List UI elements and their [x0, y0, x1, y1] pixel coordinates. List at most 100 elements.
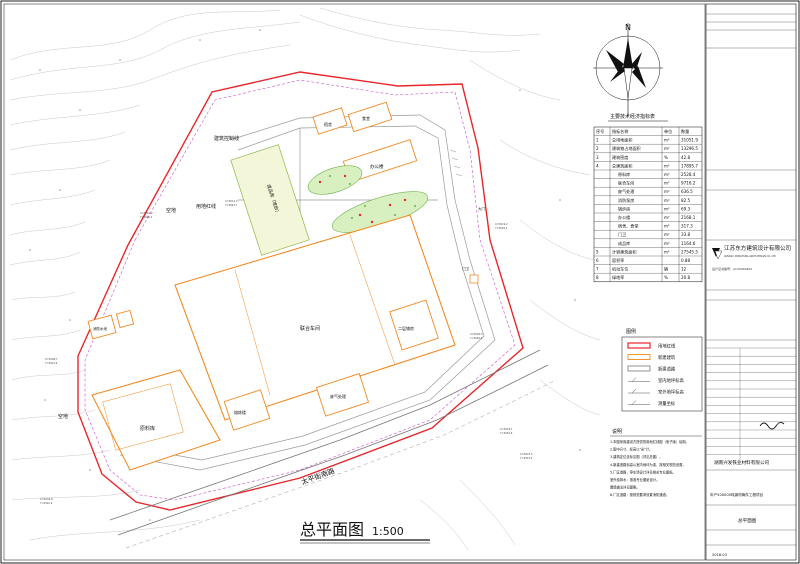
furnace-building	[223, 389, 271, 431]
legend-label: 室内地坪标高	[658, 377, 684, 384]
building-control-line	[84, 79, 516, 501]
tech-table-cell: 33.8	[681, 232, 691, 237]
label-gate: 门卫	[462, 266, 470, 271]
tech-table-cell: %	[664, 275, 668, 280]
label-dorm: 宿舍	[324, 121, 332, 127]
tech-table-header: 单位	[664, 128, 672, 134]
svg-text:Y=4520.1: Y=4520.1	[140, 215, 153, 219]
label-fire-pool: 消防水池	[93, 326, 107, 331]
svg-text:Y=4532.6: Y=4532.6	[500, 431, 513, 435]
tech-table-cell: 2168.1	[681, 215, 696, 220]
tech-table-cell: 6	[596, 258, 599, 263]
label-redline-1: 建筑控制线	[214, 135, 239, 142]
tech-table-cell: m²	[664, 163, 670, 168]
legend-label: 新建道路	[658, 365, 676, 372]
combined-workshop	[174, 214, 456, 421]
svg-text:Y=4512.4: Y=4512.4	[45, 361, 58, 365]
client-name: 湖南兴发铁业材料有限公司	[714, 459, 770, 466]
drawing-title-text: 总平面图	[300, 520, 364, 539]
legend-swatch	[628, 377, 650, 382]
gas-treatment	[315, 373, 370, 417]
label-office: 办公楼	[370, 163, 384, 170]
company-name-en: JIANGSU DONGFANG ARCH.DESIGN CO.,LTD	[723, 255, 776, 258]
tech-table-header: 序号	[596, 128, 604, 134]
drawing-title: 总平面图 1:500	[300, 520, 430, 544]
legend-swatch	[628, 388, 650, 394]
svg-text:X=3019.2: X=3019.2	[495, 222, 508, 226]
tech-table-cell: 宿舍、食堂	[618, 223, 638, 229]
tech-table-cell: m²	[664, 249, 670, 254]
signature-image	[759, 421, 785, 430]
survey-points	[29, 29, 581, 521]
label-water-treatment: 二层铺房	[398, 325, 414, 331]
label-vacant-2: 空地	[58, 413, 68, 420]
legend-swatch	[627, 354, 651, 360]
tech-table-cell: 13296.5	[681, 146, 698, 151]
tech-table-cell: 1	[596, 138, 599, 143]
svg-text:X=3020.5: X=3020.5	[470, 332, 483, 336]
tech-table-cell: m²	[664, 224, 670, 229]
drawing-name: 总平面图	[738, 517, 757, 524]
note-line: 3.建筑定位坐标见图（详见总图）。	[610, 454, 663, 459]
tech-table-cell: 82.5	[681, 198, 691, 203]
label-guard: 大门	[478, 206, 486, 211]
parking-spaces	[449, 149, 463, 177]
notes: 说明 1.本图采用建设方提供的用地红线图（电子版）绘制。 2.图中尺寸、标高以"米…	[610, 428, 702, 497]
tech-table-cell: 31051.9	[681, 138, 698, 143]
project-name: 年产500000吨钢材铸件工程项目	[710, 492, 763, 497]
legend-swatch	[627, 365, 651, 372]
tech-table-cell: 69.3	[681, 206, 691, 211]
tech-table-cell: m²	[664, 215, 670, 220]
tech-table-cell: 636.5	[681, 189, 693, 194]
notes-title: 说明	[612, 428, 622, 435]
gate-house	[469, 274, 479, 284]
tech-table-cell: 17895.7	[681, 163, 698, 168]
tech-table-cell: %	[664, 155, 668, 160]
tech-table-cell: m²	[664, 198, 670, 203]
svg-text:Y=4529.1: Y=4529.1	[495, 226, 508, 230]
title-block: 江苏东方建筑设计有限公司 JIANGSU DONGFANG ARCH.DESIG…	[705, 3, 797, 561]
svg-text:Y=4522.7: Y=4522.7	[225, 203, 238, 207]
svg-text:X=3004.8: X=3004.8	[40, 497, 53, 501]
note-line: 4.新建道路标高以室内地坪为准，按相关规范设置。	[610, 462, 686, 467]
note-line: 1.本图采用建设方提供的用地红线图（电子版）绘制。	[610, 439, 689, 444]
tech-table-cell: 建筑物占地面积	[612, 145, 641, 151]
label-gas-treatment: 废气处理	[330, 393, 346, 399]
label-furnace: 熔炼楼	[234, 409, 246, 415]
north-arrow-icon: N	[593, 23, 663, 116]
company-name: 江苏东方建筑设计有限公司	[724, 244, 791, 252]
tech-table-cell: m²	[664, 189, 670, 194]
svg-text:Y=4533.2: Y=4533.2	[520, 456, 533, 460]
svg-text:X=3023.0: X=3023.0	[520, 452, 533, 456]
svg-text:X=3006.7: X=3006.7	[45, 357, 58, 361]
legend-label: 用地红线	[658, 342, 676, 349]
tech-table-cell: 1164.6	[681, 241, 696, 246]
tech-table-cell: 原料库	[618, 171, 630, 177]
raw-material-warehouse	[91, 369, 221, 471]
legend-swatch	[627, 342, 651, 349]
note-line: 2.图中尺寸、标高以"米"计。	[610, 447, 652, 452]
label-combined-workshop: 联合车间	[300, 325, 320, 332]
svg-text:X=3012.4: X=3012.4	[225, 199, 238, 203]
tech-table-cell: 容积率	[612, 257, 624, 263]
tech-table-cell: 办公楼	[618, 214, 630, 220]
tech-table-cell: m²	[664, 172, 670, 177]
svg-text:Y=4510.9: Y=4510.9	[40, 501, 53, 505]
tech-table-cell: 5	[596, 249, 599, 254]
tech-table-cell: 2	[596, 146, 599, 151]
tech-table-cell: 27545.5	[681, 249, 698, 254]
tech-table-cell: m²	[664, 232, 670, 237]
tech-table-cell: 绿地率	[612, 274, 624, 280]
legend-label: 新建建筑	[658, 354, 676, 361]
legend-title: 图例	[626, 328, 636, 335]
note-line: 围墙做法详见图集。	[610, 485, 640, 490]
two-storey-room	[389, 299, 439, 351]
fire-pool	[87, 314, 117, 340]
tech-table-cell: 7	[596, 267, 599, 272]
tech-table-cell: 机动车位	[612, 266, 628, 272]
tech-table-cell: m²	[664, 181, 670, 186]
note-line: 6.厂区道路：按规范要求设置消防通道。	[610, 492, 669, 497]
tech-table-cell: 20.8	[681, 275, 691, 280]
tech-table-cell: 317.3	[681, 224, 693, 229]
